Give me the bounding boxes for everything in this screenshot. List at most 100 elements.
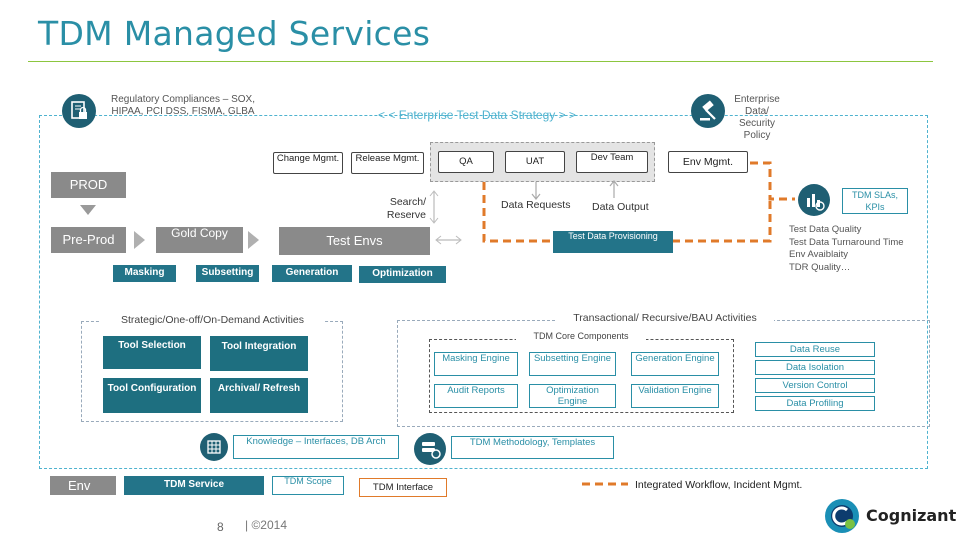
gavel-icon: [691, 94, 725, 128]
sla-metrics-list: Test Data Quality Test Data Turnaround T…: [789, 224, 909, 274]
archival-refresh-label: Archival/ Refresh: [217, 383, 301, 394]
masking-box: Masking: [113, 265, 176, 282]
sla-metric: TDR Quality…: [789, 261, 851, 273]
data-requests-label: Data Requests: [501, 199, 571, 211]
sla-metric: Env Avaiblaity: [789, 249, 848, 260]
tool-integration-box: Tool Integration: [210, 336, 308, 371]
strategy-label: < < Enterprise Test Data Strategy > >: [378, 108, 576, 122]
page-title: TDM Managed Services: [38, 14, 431, 53]
transactional-title: Transactional/ Recursive/BAU Activities: [556, 312, 774, 324]
down-arrow-icon: [80, 205, 96, 215]
prod-label: PROD: [69, 177, 108, 192]
test-data-provisioning-box: Test Data Provisioning: [553, 231, 673, 253]
database-grid-icon: [200, 433, 228, 461]
release-mgmt-label: Release Mgmt.: [355, 153, 420, 164]
knowledge-box: Knowledge – Interfaces, DB Arch: [233, 435, 399, 459]
optimization-engine-label: Optimization Engine: [546, 385, 599, 407]
enterprise-frame: [39, 115, 928, 469]
workflow-line-sla: [750, 161, 795, 201]
core-components-title: TDM Core Components: [516, 331, 646, 341]
tool-integration-label: Tool Integration: [221, 341, 297, 352]
qa-box: QA: [438, 151, 494, 173]
data-output-label: Data Output: [592, 201, 649, 213]
change-mgmt-label: Change Mgmt.: [276, 153, 340, 164]
methodology-box: TDM Methodology, Templates: [451, 436, 614, 459]
tool-configuration-box: Tool Configuration: [103, 378, 201, 413]
legend-env-label: Env: [68, 478, 91, 493]
legend-env: Env: [50, 476, 116, 495]
validation-engine-box: Validation Engine: [631, 384, 719, 408]
sla-chart-icon: [798, 184, 830, 216]
optimization-label: Optimization: [372, 268, 433, 279]
title-divider: [28, 61, 933, 62]
subsetting-engine-box: Subsetting Engine: [529, 352, 616, 376]
tool-selection-box: Tool Selection: [103, 336, 201, 369]
legend-interface-label: TDM Interface: [372, 482, 434, 493]
data-profiling-box: Data Profiling: [755, 396, 875, 411]
optimization-engine-box: Optimization Engine: [529, 384, 616, 408]
regulatory-label: Regulatory Compliances – SOX, HIPAA, PCI…: [111, 94, 255, 117]
audit-reports-label: Audit Reports: [447, 385, 505, 396]
uat-label: UAT: [525, 156, 545, 167]
knowledge-label: Knowledge – Interfaces, DB Arch: [246, 436, 386, 447]
validation-engine-label: Validation Engine: [638, 385, 712, 396]
audit-reports-box: Audit Reports: [434, 384, 518, 408]
subsetting-engine-label: Subsetting Engine: [533, 353, 612, 364]
database-settings-icon: [414, 433, 446, 465]
preprod-box: Pre-Prod: [51, 227, 126, 253]
qa-label: QA: [459, 156, 473, 167]
legend-tdm-service: TDM Service: [124, 476, 264, 495]
tool-configuration-label: Tool Configuration: [107, 383, 197, 394]
document-lock-icon: [62, 94, 96, 128]
sla-label: TDM SLAs, KPIs: [851, 190, 898, 212]
test-envs-box: Test Envs: [279, 227, 430, 255]
change-mgmt-box: Change Mgmt.: [273, 152, 343, 174]
archival-refresh-box: Archival/ Refresh: [210, 378, 308, 413]
env-mgmt-label: Env Mgmt.: [682, 156, 734, 168]
cognizant-logo-icon: [824, 498, 860, 534]
dev-team-box: Dev Team: [576, 151, 648, 173]
generation-engine-label: Generation Engine: [635, 353, 715, 364]
subsetting-label: Subsetting: [201, 267, 254, 278]
subsetting-box: Subsetting: [196, 265, 259, 282]
enterprise-policy-label: Enterprise Data/ Security Policy: [734, 94, 780, 141]
brand-name: Cognizant: [866, 506, 957, 525]
uat-box: UAT: [505, 151, 565, 173]
generation-engine-box: Generation Engine: [631, 352, 719, 376]
sla-box: TDM SLAs, KPIs: [842, 188, 908, 214]
release-mgmt-box: Release Mgmt.: [351, 152, 424, 174]
data-reuse-label: Data Reuse: [789, 344, 841, 355]
gold-copy-label: Gold Copy: [171, 226, 228, 240]
copyright: | ©2014: [245, 518, 287, 532]
tool-selection-label: Tool Selection: [118, 340, 186, 351]
prod-box: PROD: [51, 172, 126, 198]
strategic-title: Strategic/One-off/On-Demand Activities: [100, 314, 325, 326]
legend-tdm-interface: TDM Interface: [359, 478, 447, 497]
legend-service-label: TDM Service: [163, 479, 225, 490]
generation-box: Generation: [272, 265, 352, 282]
provisioning-label: Test Data Provisioning: [568, 231, 658, 241]
sla-metric: Test Data Turnaround Time: [789, 236, 904, 248]
page-number: 8: [217, 520, 224, 534]
version-control-label: Version Control: [782, 380, 848, 391]
legend-scope-label: TDM Scope: [284, 476, 332, 486]
data-isolation-label: Data Isolation: [785, 362, 845, 373]
data-reuse-box: Data Reuse: [755, 342, 875, 357]
version-control-box: Version Control: [755, 378, 875, 393]
search-reserve-label: Search/ Reserve: [386, 196, 426, 221]
methodology-label: TDM Methodology, Templates: [469, 437, 596, 448]
env-mgmt-box: Env Mgmt.: [668, 151, 748, 173]
masking-engine-box: Masking Engine: [434, 352, 518, 376]
right-arrow-icon: [248, 231, 259, 249]
test-envs-label: Test Envs: [326, 233, 383, 248]
data-isolation-box: Data Isolation: [755, 360, 875, 375]
masking-engine-label: Masking Engine: [442, 353, 510, 364]
right-arrow-icon: [134, 231, 145, 249]
dev-team-label: Dev Team: [590, 152, 634, 163]
generation-label: Generation: [285, 267, 339, 278]
legend-tdm-scope: TDM Scope: [272, 476, 344, 495]
sla-metric: Test Data Quality: [789, 224, 862, 235]
masking-label: Masking: [124, 267, 165, 278]
data-profiling-label: Data Profiling: [786, 398, 844, 409]
optimization-box: Optimization: [359, 266, 446, 283]
